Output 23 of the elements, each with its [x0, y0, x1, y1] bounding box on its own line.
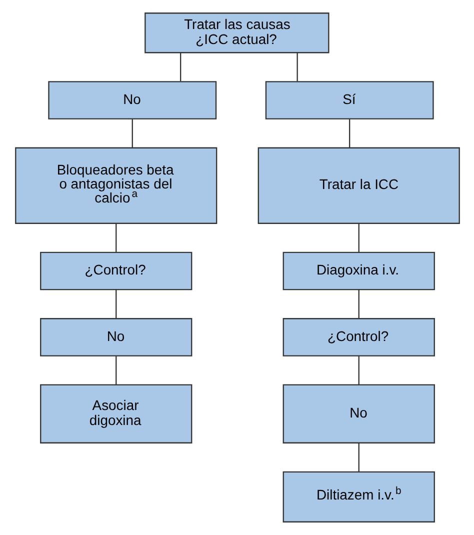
node-box: Diagoxina i.v.	[282, 252, 434, 290]
node-box: No	[40, 318, 192, 356]
connector	[180, 52, 181, 82]
connector	[358, 356, 359, 385]
connector	[358, 442, 359, 472]
connector	[296, 52, 298, 82]
node-box: ¿Control?	[282, 318, 434, 356]
connector	[115, 224, 116, 252]
connector	[348, 119, 350, 148]
node-box: Asociar digoxina	[40, 384, 192, 444]
node-box: Diltiazem i.v.$^{b}$	[282, 471, 434, 522]
node-box: No	[282, 384, 434, 444]
connector	[358, 290, 359, 319]
node-box: Tratar las causas ¿ICC actual?	[144, 12, 329, 54]
connector	[358, 224, 359, 252]
node-box: No	[48, 81, 216, 120]
connector	[115, 290, 116, 319]
node-box: ¿Control?	[40, 252, 192, 290]
connector	[115, 356, 116, 385]
connector	[131, 119, 132, 148]
node-box: Tratar la ICC	[257, 147, 460, 224]
node-box: Bloqueadores beta o antagonistas del calcio$^{a}$	[14, 147, 217, 224]
node-box: Sí	[264, 81, 434, 120]
